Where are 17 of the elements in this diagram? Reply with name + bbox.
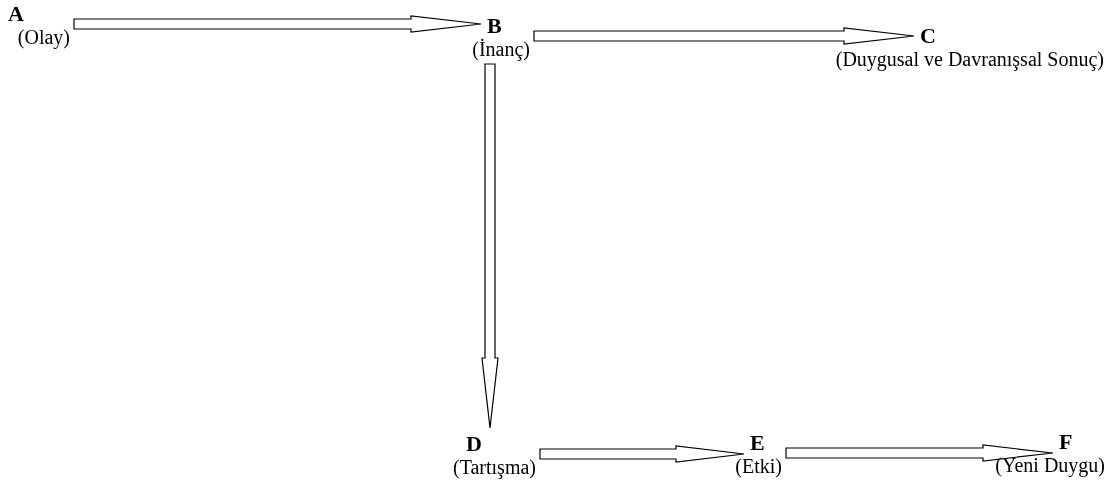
step-letter: E (750, 431, 765, 455)
block-arrow (73, 15, 482, 33)
step-letter: F (1059, 430, 1073, 454)
step-letter: D (466, 432, 482, 456)
step-label: (Duygusal ve Davranışsal Sonuç) (835, 48, 1104, 70)
step-label: (Olay) (17, 26, 70, 48)
block-arrow (785, 444, 1054, 462)
step-label: (Yeni Duygu) (995, 454, 1105, 476)
block-arrow (533, 27, 915, 45)
step-label: (Etki) (735, 455, 782, 477)
step-letter: A (8, 2, 24, 26)
step-letter: C (920, 24, 936, 48)
step-label: (Tartışma) (453, 456, 536, 478)
block-arrow (481, 63, 499, 429)
step-label: (İnanç) (472, 38, 530, 60)
block-arrow (539, 445, 745, 463)
step-letter: B (487, 14, 502, 38)
